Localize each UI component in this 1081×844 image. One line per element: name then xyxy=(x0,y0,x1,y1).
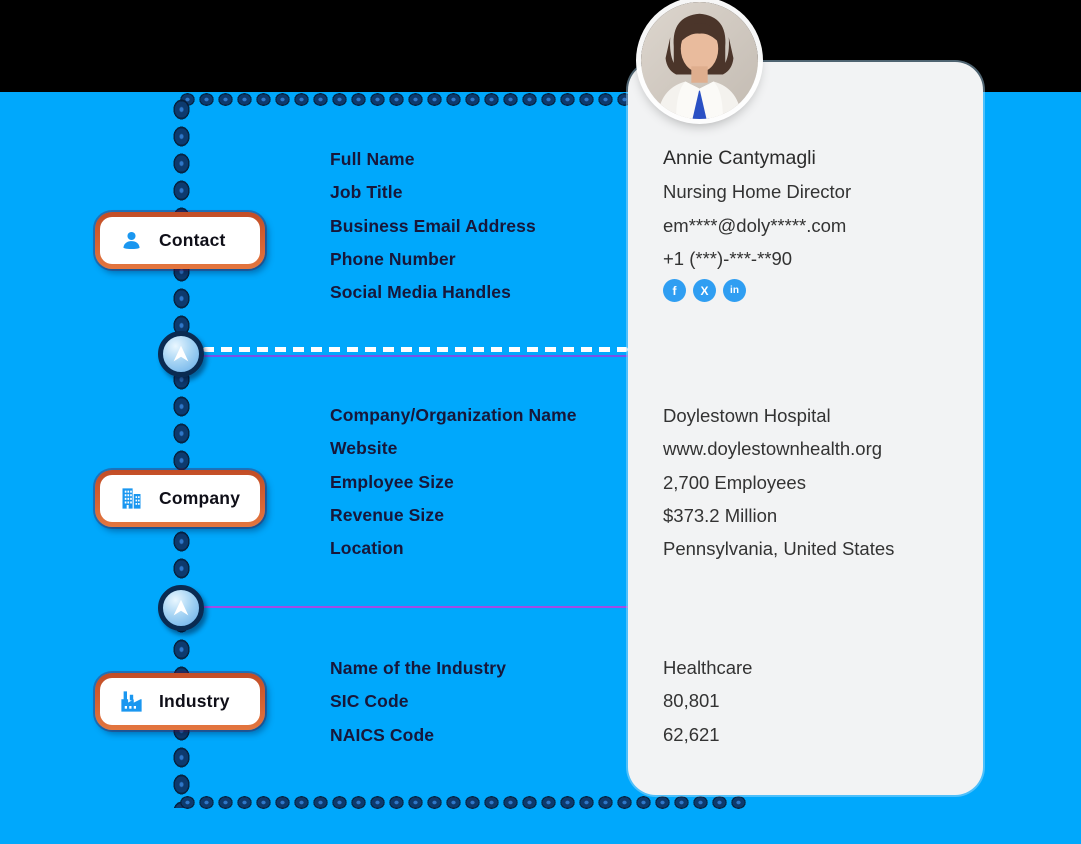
avatar xyxy=(641,2,758,119)
industry-naics-code: 62,621 xyxy=(663,723,720,745)
contact-pill-label: Contact xyxy=(159,230,226,250)
separator-line-1 xyxy=(203,355,628,357)
arrow-up-marker-2 xyxy=(158,585,204,631)
linkedin-icon[interactable]: in xyxy=(723,279,746,302)
industry-pill[interactable]: Industry xyxy=(95,673,265,730)
profile-card xyxy=(628,62,983,795)
person-icon xyxy=(118,227,145,254)
factory-icon xyxy=(118,688,145,715)
field-label: Revenue Size xyxy=(330,504,445,525)
field-label: SIC Code xyxy=(330,691,409,712)
industry-pill-inner: Industry xyxy=(100,678,260,725)
industry-name: Healthcare xyxy=(663,657,753,678)
x-twitter-icon[interactable]: X xyxy=(693,279,716,302)
contact-values: Annie Cantymagli Nursing Home Director e… xyxy=(663,142,851,275)
company-field-labels: Company/Organization Name Website Employ… xyxy=(330,399,577,565)
field-label: Website xyxy=(330,438,398,459)
company-location: Pennsylvania, United States xyxy=(663,538,895,560)
social-media-row: f X in xyxy=(663,279,746,302)
company-pill-inner: Company xyxy=(100,475,260,522)
field-label: Name of the Industry xyxy=(330,658,507,678)
company-revenue: $373.2 Million xyxy=(663,504,778,526)
company-website: www.doylestownhealth.org xyxy=(663,438,883,460)
arrow-up-icon xyxy=(173,599,189,616)
arrow-up-marker-1 xyxy=(158,331,204,377)
industry-field-labels: Name of the Industry SIC Code NAICS Code xyxy=(330,652,506,752)
contact-pill-inner: Contact xyxy=(100,217,260,264)
field-label: Location xyxy=(330,538,404,559)
separator-dashed-line xyxy=(203,347,628,352)
field-label: Company/Organization Name xyxy=(330,405,577,425)
field-label: Social Media Handles xyxy=(330,282,511,303)
field-label: Phone Number xyxy=(330,248,456,269)
contact-pill[interactable]: Contact xyxy=(95,212,265,269)
contact-name: Annie Cantymagli xyxy=(663,147,816,169)
avatar-photo xyxy=(641,2,758,119)
contact-email: em****@doly*****.com xyxy=(663,214,847,236)
chain-border-bottom xyxy=(178,794,748,811)
field-label: Job Title xyxy=(330,182,403,203)
facebook-icon[interactable]: f xyxy=(663,279,686,302)
chain-border-top xyxy=(178,91,628,108)
company-pill-label: Company xyxy=(159,488,241,508)
company-pill[interactable]: Company xyxy=(95,470,265,527)
company-name: Doylestown Hospital xyxy=(663,405,831,426)
arrow-up-icon xyxy=(173,345,189,362)
field-label: Full Name xyxy=(330,149,415,169)
industry-values: Healthcare 80,801 62,621 xyxy=(663,651,752,751)
contact-job-title: Nursing Home Director xyxy=(663,181,852,203)
separator-line-2 xyxy=(203,606,628,608)
buildings-icon xyxy=(118,485,145,512)
company-values: Doylestown Hospital www.doylestownhealth… xyxy=(663,399,894,565)
field-label: Business Email Address xyxy=(330,215,536,236)
contact-field-labels: Full Name Job Title Business Email Addre… xyxy=(330,143,536,309)
contact-phone: +1 (***)-***-**90 xyxy=(663,247,793,269)
field-label: Employee Size xyxy=(330,471,454,492)
industry-pill-label: Industry xyxy=(159,691,230,711)
company-employees: 2,700 Employees xyxy=(663,471,806,493)
industry-sic-code: 80,801 xyxy=(663,690,720,712)
field-label: NAICS Code xyxy=(330,724,435,745)
